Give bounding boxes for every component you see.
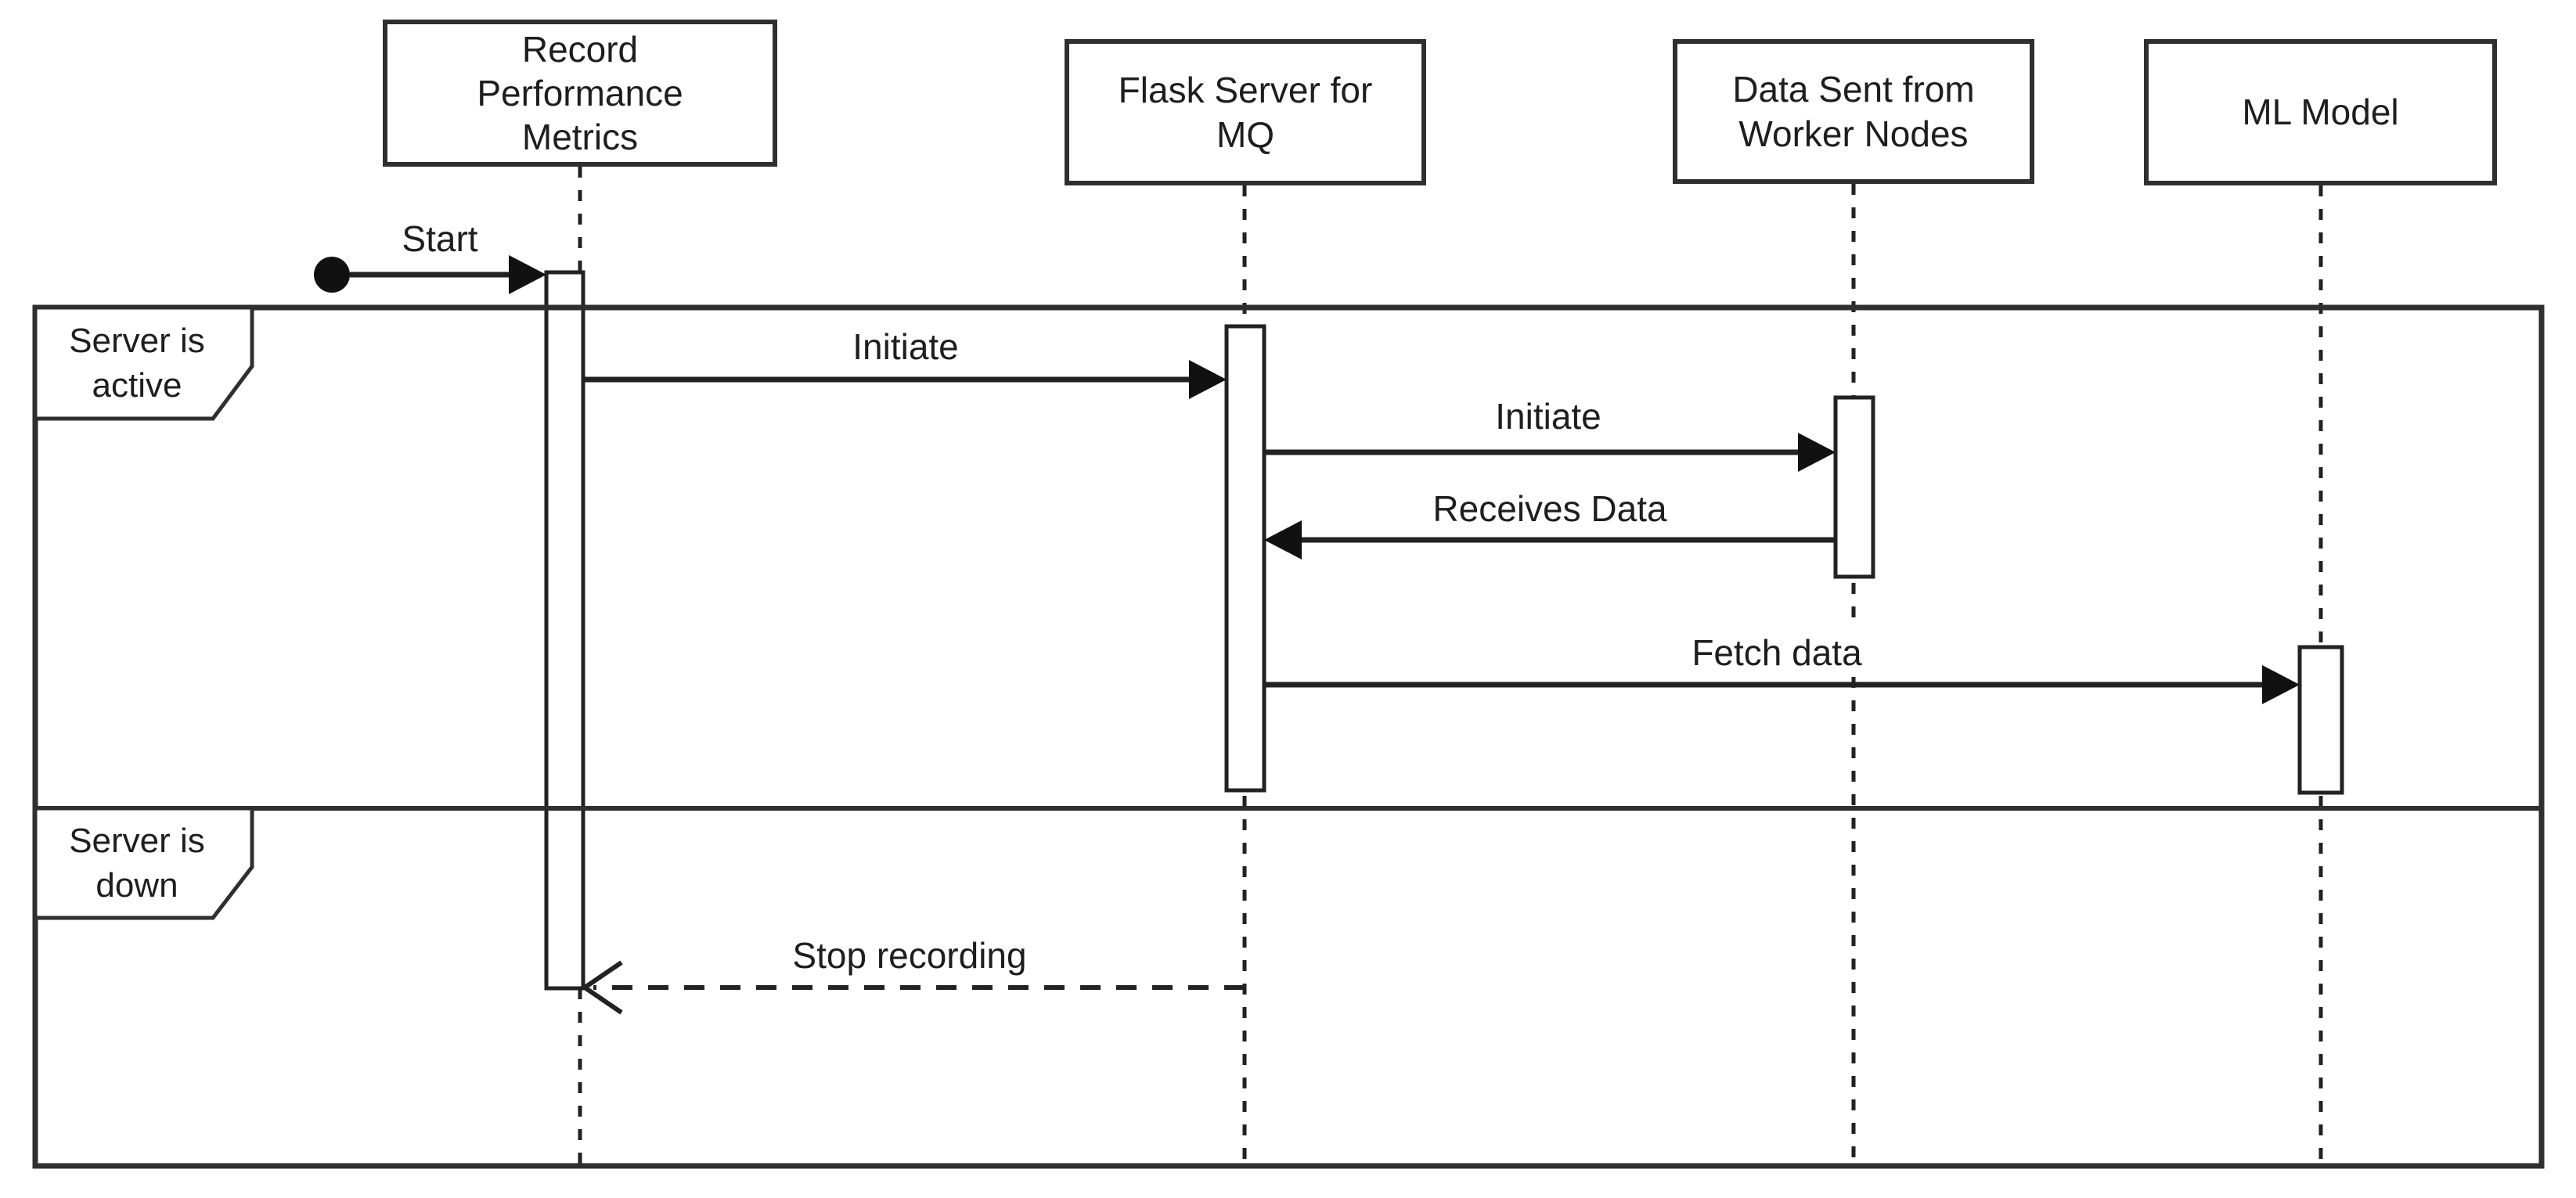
fragment-pentagon-server-is-down: [33, 806, 254, 920]
activation-bar-data-sent-from-worker-nodes: [1833, 395, 1875, 579]
arrowhead-start-icon: [509, 255, 546, 294]
message-label-stop-recording: Stop recording: [784, 933, 1035, 978]
message-label-initiate-2: Initiate: [1487, 394, 1609, 439]
participant-box-ml-model: ML Model: [2144, 39, 2497, 185]
arrowhead-receives-data-icon: [1264, 520, 1302, 559]
activation-bar-flask-server-for-mq: [1224, 324, 1266, 793]
message-label-receives-data: Receives Data: [1425, 486, 1675, 531]
message-label-start: Start: [394, 216, 486, 261]
participant-box-data-sent-from-worker-nodes: Data Sent from Worker Nodes: [1673, 39, 2034, 184]
arrowhead-initiate-1-icon: [1189, 360, 1227, 399]
fragment-label-server-is-down: Server is down: [69, 821, 205, 905]
activation-bar-record-performance-metrics: [544, 270, 585, 991]
arrowhead-stop-recording-icon: [580, 960, 623, 1015]
arrowhead-initiate-2-icon: [1798, 433, 1836, 472]
message-label-initiate-1: Initiate: [845, 324, 967, 369]
participant-box-flask-server-for-mq: Flask Server for MQ: [1065, 39, 1426, 185]
initial-node-icon: [314, 257, 350, 293]
fragment-frame: [32, 304, 2545, 1169]
arrowhead-fetch-data-icon: [2262, 665, 2300, 704]
message-label-fetch-data: Fetch data: [1684, 630, 1870, 675]
participant-box-record-performance-metrics: Record Performance Metrics: [383, 20, 777, 167]
activation-bar-ml-model: [2297, 645, 2344, 795]
fragment-pentagon-server-is-active: [33, 305, 254, 421]
fragment-label-server-is-active: Server is active: [69, 321, 205, 405]
